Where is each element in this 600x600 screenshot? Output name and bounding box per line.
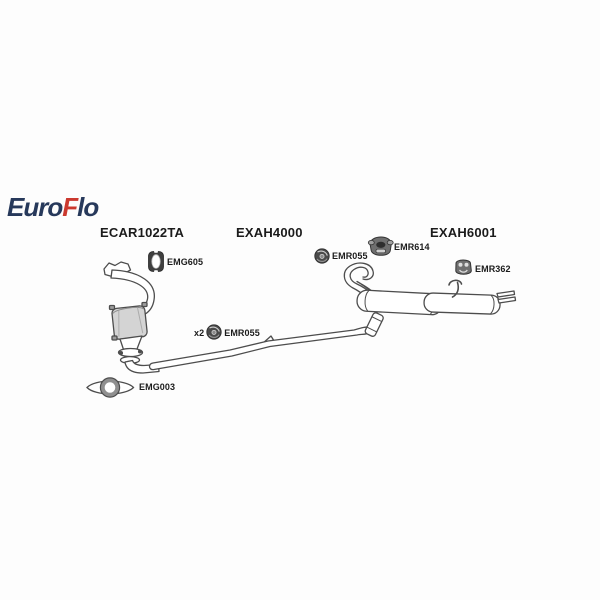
fitting-code-emr055: EMR055 (224, 328, 260, 338)
fitting-qty-emr055: x2 (194, 328, 205, 338)
flange-gasket-icon (86, 377, 135, 398)
rear-system-drawing (343, 262, 517, 337)
logo-text-euro: Euro (7, 192, 63, 222)
fitting-label-emr055-upper: EMR055 (332, 251, 368, 261)
fitting-label-emr055-lower: x2 EMR055 (194, 328, 260, 338)
euroflo-logo: EuroFlo (7, 192, 99, 223)
round-rubber-mount-icon-lower (206, 324, 222, 340)
centre-assembly-code: EXAH4000 (236, 225, 303, 240)
bracket-mount-icon (367, 236, 394, 256)
centre-pipe-drawing (148, 326, 372, 371)
fitting-label-emr362: EMR362 (475, 264, 511, 274)
logo-text-lo: lo (77, 192, 99, 222)
fitting-label-emg003: EMG003 (139, 382, 176, 392)
rubber-hanger-icon (455, 259, 472, 275)
catalyst-body (111, 305, 148, 340)
front-downpipe-cat-drawing (103, 261, 160, 374)
ring-gasket-icon (148, 250, 164, 273)
fitting-label-emg605: EMG605 (167, 257, 204, 267)
hanger-rod-hook (448, 279, 463, 298)
front-assembly-code: ECAR1022TA (100, 225, 185, 240)
fitting-label-emr614: EMR614 (394, 242, 430, 252)
round-rubber-mount-icon-upper (314, 248, 330, 264)
rear-assembly-code: EXAH6001 (430, 225, 497, 240)
logo-text-f: F (62, 192, 78, 222)
